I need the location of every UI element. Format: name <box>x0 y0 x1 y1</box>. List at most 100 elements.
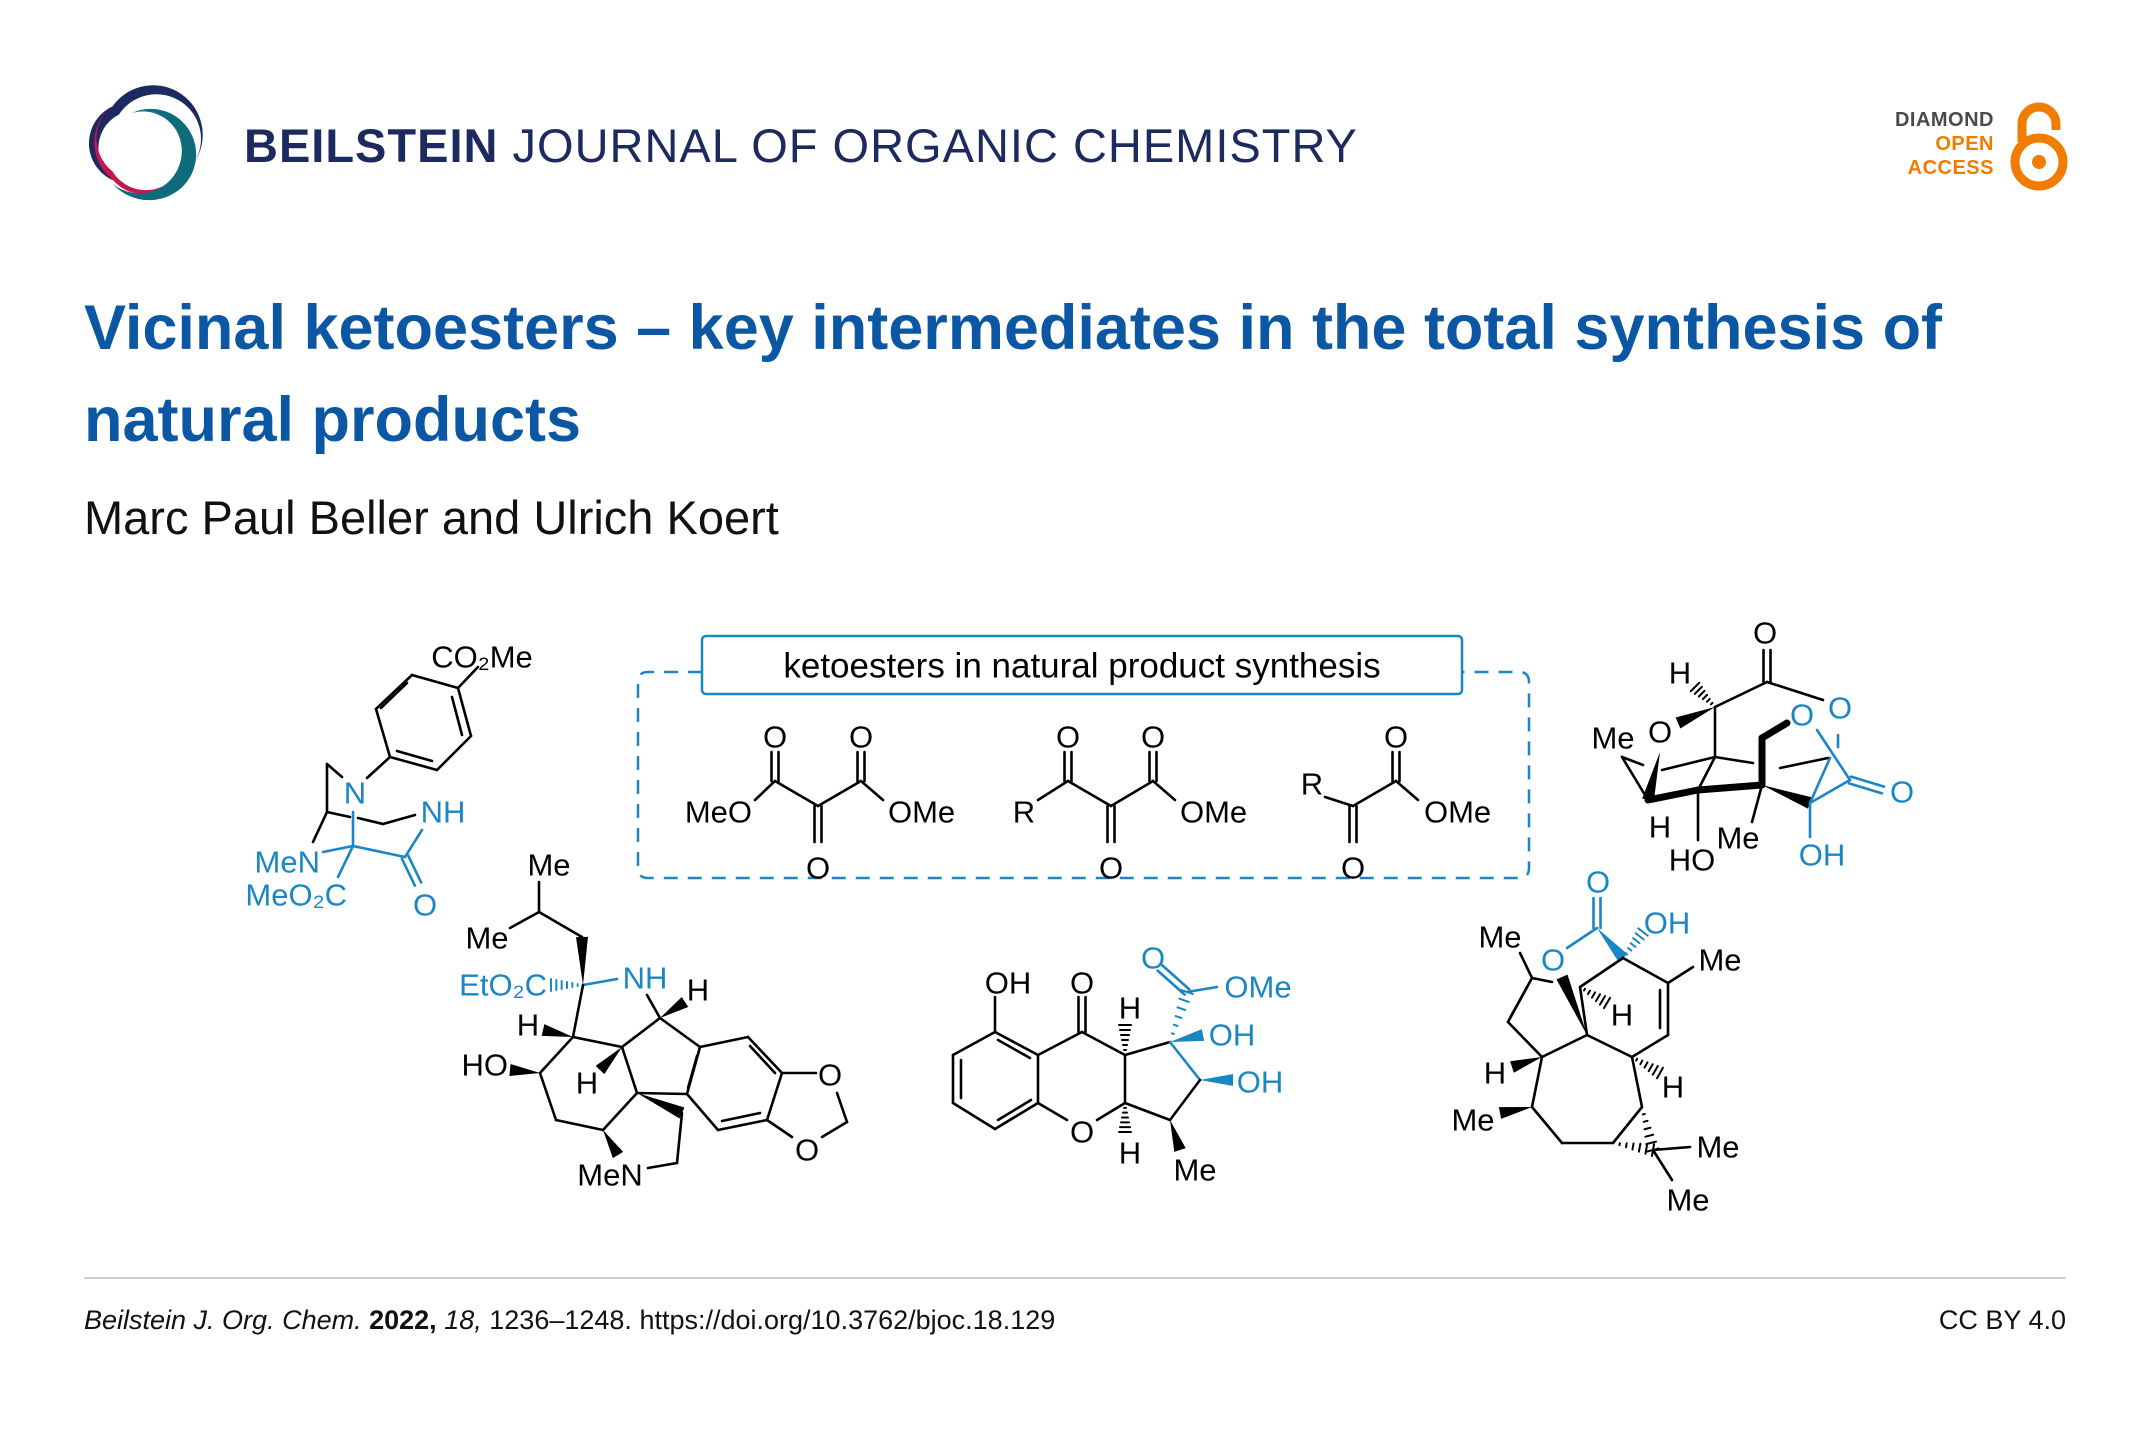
bond <box>1586 989 1592 996</box>
bond <box>951 1030 997 1057</box>
bond <box>1627 947 1633 952</box>
doi-link[interactable]: https://doi.org/10.3762/bjoc.18.129 <box>639 1305 1056 1335</box>
bond <box>1518 951 1534 980</box>
bond <box>993 1030 1040 1057</box>
atom-label: H <box>517 1008 539 1043</box>
wedge-bond <box>1556 974 1587 1035</box>
bond <box>1036 779 1070 802</box>
bond <box>456 665 480 690</box>
atom-label: OMe <box>1424 795 1491 830</box>
atom-label: Me <box>1591 721 1634 756</box>
wedge-bond <box>509 1064 540 1076</box>
atom-label: H <box>1119 1136 1141 1171</box>
atom-label: O <box>1070 1115 1094 1150</box>
atom-label: O <box>1753 616 1777 651</box>
bond <box>1765 680 1825 702</box>
atom-label: Me <box>1451 1103 1494 1138</box>
bond <box>1594 993 1602 1003</box>
bond <box>1168 1078 1202 1122</box>
box-label-frame <box>700 634 1464 696</box>
bond <box>1151 779 1177 802</box>
bond <box>716 1118 769 1132</box>
atom-label: MeN <box>577 1158 642 1193</box>
bond <box>1508 985 1529 1020</box>
bond <box>581 977 619 987</box>
bond <box>1632 937 1641 945</box>
bond <box>1620 755 1645 767</box>
bond <box>571 1035 624 1049</box>
bond <box>951 1101 997 1131</box>
bond <box>1530 976 1554 984</box>
bond <box>1644 1133 1655 1138</box>
bond <box>554 1118 605 1132</box>
atom-label: H <box>1484 1056 1506 1091</box>
bond <box>336 844 355 879</box>
footer-divider <box>84 1277 2066 1279</box>
wedge-bond <box>595 1047 622 1075</box>
atom-label: MeO <box>685 795 752 830</box>
bond <box>620 1045 639 1095</box>
atom-label: Me <box>465 921 508 956</box>
atom-label: O <box>1648 715 1672 750</box>
bond <box>1629 942 1637 948</box>
bond <box>403 828 424 859</box>
wedge-bond <box>1170 1120 1186 1152</box>
bond <box>1176 1006 1187 1011</box>
atom-label: O <box>818 1058 842 1093</box>
bond <box>996 1038 1032 1060</box>
atom-label: Me <box>527 848 570 883</box>
bond <box>1808 756 1832 805</box>
bond <box>1174 1015 1183 1019</box>
bond <box>1705 697 1711 703</box>
bond <box>1351 779 1398 808</box>
citation-journal: Beilstein J. Org. Chem. <box>84 1305 362 1335</box>
bond <box>1323 795 1355 808</box>
atom-label: OMe <box>888 795 955 830</box>
box-label: ketoesters in natural product synthesis <box>783 647 1380 686</box>
bond <box>1578 956 1625 989</box>
bond <box>686 1054 699 1090</box>
atom-label: O <box>1341 851 1365 886</box>
bond <box>1578 985 1589 1037</box>
bond <box>1778 756 1830 770</box>
atom-label: O <box>1070 966 1094 1001</box>
bond <box>1185 985 1219 994</box>
atom-label: O <box>1541 943 1565 978</box>
atom-label: O <box>413 888 437 923</box>
atom-label: OH <box>1644 906 1691 941</box>
atom-label: O <box>806 851 830 886</box>
atom-label: Me <box>1696 1130 1739 1165</box>
bond <box>1161 964 1191 991</box>
bond <box>406 854 423 884</box>
atom-label: HO <box>1669 843 1716 878</box>
bond <box>1635 1057 1639 1062</box>
atom-label: H <box>1669 656 1691 691</box>
bond <box>1696 755 1717 792</box>
atom-label: H <box>687 973 709 1008</box>
bond <box>1156 969 1186 996</box>
bond <box>1847 782 1884 795</box>
bond <box>601 1091 639 1132</box>
bond <box>1178 997 1190 1003</box>
bond <box>1637 927 1649 937</box>
bond <box>1808 778 1852 805</box>
bond <box>753 779 777 802</box>
atom-label: H <box>576 1066 598 1101</box>
bond <box>1644 1142 1649 1155</box>
bond <box>1123 1040 1172 1057</box>
atom-label: MeN <box>255 845 320 880</box>
bond <box>1170 1032 1175 1035</box>
bond <box>1656 1066 1664 1080</box>
bond <box>1849 775 1886 788</box>
beilstein-logo <box>88 85 203 201</box>
citation-pages: 1236–1248. <box>489 1305 632 1335</box>
atom-label: HO <box>462 1048 509 1083</box>
atom-label: O <box>849 720 873 755</box>
bond <box>1750 783 1764 824</box>
atom-label: Me <box>1698 943 1741 978</box>
atom-label: Me <box>1666 1183 1709 1218</box>
bond <box>1123 1101 1172 1122</box>
wedge-bond <box>1510 1057 1542 1073</box>
bond <box>1630 1033 1670 1059</box>
bond <box>325 762 344 779</box>
